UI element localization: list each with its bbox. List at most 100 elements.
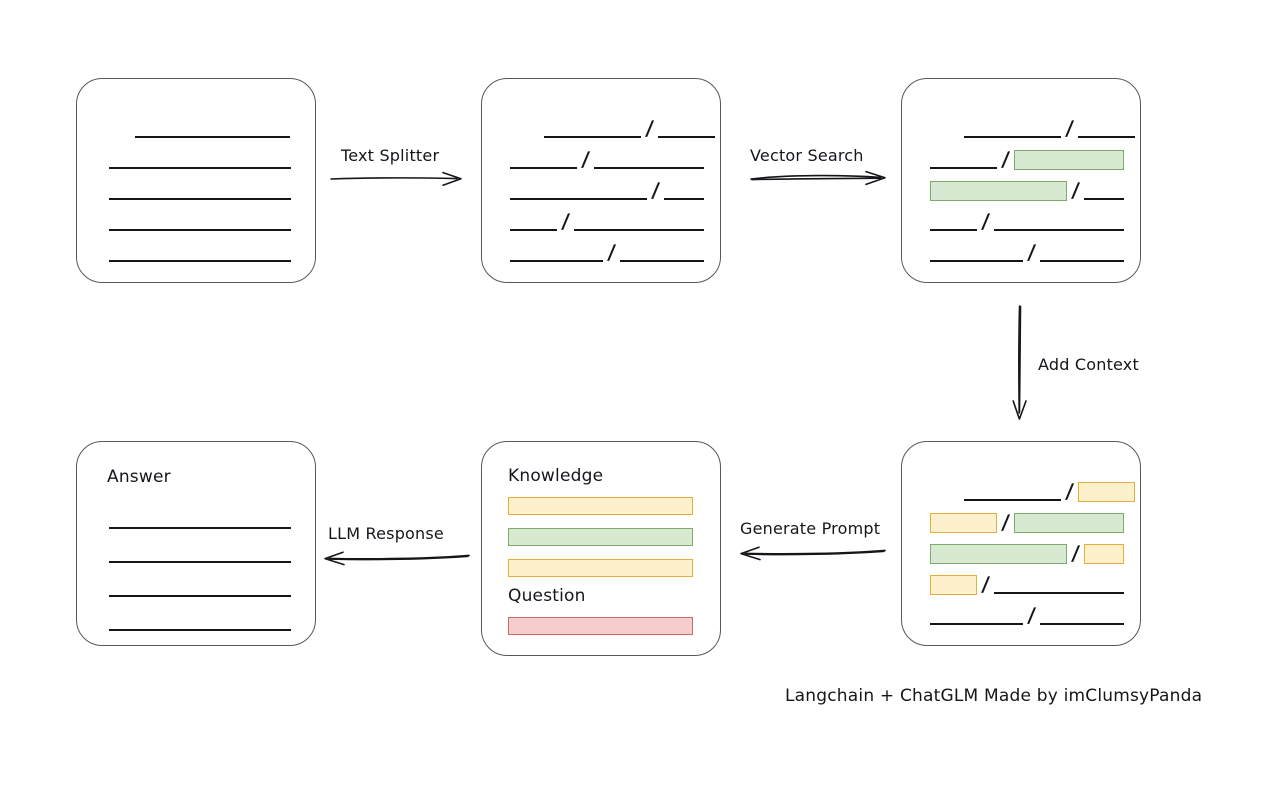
- text-rule: [964, 499, 1061, 501]
- highlight-chip-green: [930, 544, 1067, 564]
- highlight-chip-yellow: [1084, 544, 1125, 564]
- document-lines-context: / / / / /: [902, 442, 1140, 645]
- text-rule: [930, 260, 1023, 262]
- question-heading: Question: [508, 586, 586, 606]
- slash-separator: /: [1070, 541, 1081, 565]
- document-line: [109, 544, 291, 564]
- document-line: /: [964, 479, 1136, 503]
- slash-separator: /: [580, 147, 591, 171]
- text-rule: [109, 527, 291, 529]
- slash-separator: /: [1070, 178, 1081, 202]
- document-line: /: [510, 178, 705, 202]
- text-rule: [510, 260, 603, 262]
- highlight-chip-yellow: [930, 513, 997, 533]
- document-line: /: [544, 116, 716, 140]
- document-lines-source: [77, 79, 315, 282]
- slash-separator: /: [1000, 510, 1011, 534]
- arrow-vector-search: [750, 168, 895, 188]
- document-line: [109, 150, 291, 170]
- slash-separator: /: [560, 209, 571, 233]
- document-line: [109, 212, 291, 232]
- slash-separator: /: [606, 240, 617, 264]
- arrow-generate-prompt: [737, 543, 887, 563]
- text-rule: [994, 229, 1125, 231]
- text-rule: [109, 167, 291, 169]
- slash-separator: /: [980, 572, 991, 596]
- document-lines-matches: / / / / /: [902, 79, 1140, 282]
- highlight-chip-green: [1014, 150, 1125, 170]
- prompt-bar-green: [508, 528, 693, 546]
- document-line: /: [930, 147, 1125, 171]
- card-split-chunks: / / / / /: [481, 78, 721, 283]
- document-line: /: [964, 116, 1136, 140]
- slash-separator: /: [650, 178, 661, 202]
- footer-credit: Langchain + ChatGLM Made by imClumsyPand…: [785, 686, 1203, 706]
- document-line: /: [930, 572, 1125, 596]
- text-rule: [1084, 198, 1125, 200]
- document-line: [109, 181, 291, 201]
- answer-heading: Answer: [107, 467, 171, 487]
- arrow-label-add-context: Add Context: [1038, 355, 1139, 374]
- text-rule: [664, 198, 705, 200]
- slash-separator: /: [1026, 240, 1037, 264]
- document-lines-split: / / / / /: [482, 79, 720, 282]
- arrow-add-context: [1010, 305, 1030, 423]
- arrow-label-vector-search: Vector Search: [750, 146, 864, 165]
- text-rule: [930, 623, 1023, 625]
- document-line: [109, 612, 291, 632]
- highlight-chip-green: [1014, 513, 1125, 533]
- text-rule: [135, 136, 290, 138]
- document-lines-answer: [77, 442, 315, 645]
- prompt-bar-red: [508, 617, 693, 635]
- text-rule: [109, 229, 291, 231]
- slash-separator: /: [1000, 147, 1011, 171]
- text-rule: [109, 198, 291, 200]
- slash-separator: /: [644, 116, 655, 140]
- text-rule: [574, 229, 705, 231]
- document-line: /: [930, 209, 1125, 233]
- document-line: /: [510, 209, 705, 233]
- text-rule: [510, 198, 647, 200]
- text-rule: [930, 229, 977, 231]
- text-rule: [594, 167, 705, 169]
- text-rule: [109, 260, 291, 262]
- card-context-added: / / / / /: [901, 441, 1141, 646]
- slash-separator: /: [980, 209, 991, 233]
- document-line: /: [930, 541, 1125, 565]
- text-rule: [620, 260, 705, 262]
- highlight-chip-yellow: [930, 575, 977, 595]
- card-vector-matches: / / / / /: [901, 78, 1141, 283]
- highlight-chip-yellow: [1078, 482, 1136, 502]
- text-rule: [1078, 136, 1136, 138]
- text-rule: [930, 167, 997, 169]
- highlight-chip-green: [930, 181, 1067, 201]
- card-source-document: [76, 78, 316, 283]
- card-answer: Answer: [76, 441, 316, 646]
- document-line: /: [930, 510, 1125, 534]
- text-rule: [1040, 260, 1125, 262]
- document-line: [109, 510, 291, 530]
- prompt-bar-yellow: [508, 559, 693, 577]
- arrow-label-generate-prompt: Generate Prompt: [740, 519, 881, 538]
- text-rule: [994, 592, 1125, 594]
- arrow-text-splitter: [330, 170, 470, 188]
- slash-separator: /: [1064, 479, 1075, 503]
- knowledge-heading: Knowledge: [508, 466, 604, 486]
- prompt-bar-yellow: [508, 497, 693, 515]
- document-line: [109, 243, 291, 263]
- slash-separator: /: [1064, 116, 1075, 140]
- text-rule: [964, 136, 1061, 138]
- text-rule: [109, 561, 291, 563]
- document-line: [135, 119, 290, 139]
- document-line: /: [510, 147, 705, 171]
- document-line: /: [930, 603, 1125, 627]
- document-line: /: [510, 240, 705, 264]
- card-prompt: Knowledge Question: [481, 441, 721, 656]
- text-rule: [510, 167, 577, 169]
- text-rule: [109, 629, 291, 631]
- slash-separator: /: [1026, 603, 1037, 627]
- text-rule: [510, 229, 557, 231]
- text-rule: [1040, 623, 1125, 625]
- document-line: /: [930, 240, 1125, 264]
- text-rule: [544, 136, 641, 138]
